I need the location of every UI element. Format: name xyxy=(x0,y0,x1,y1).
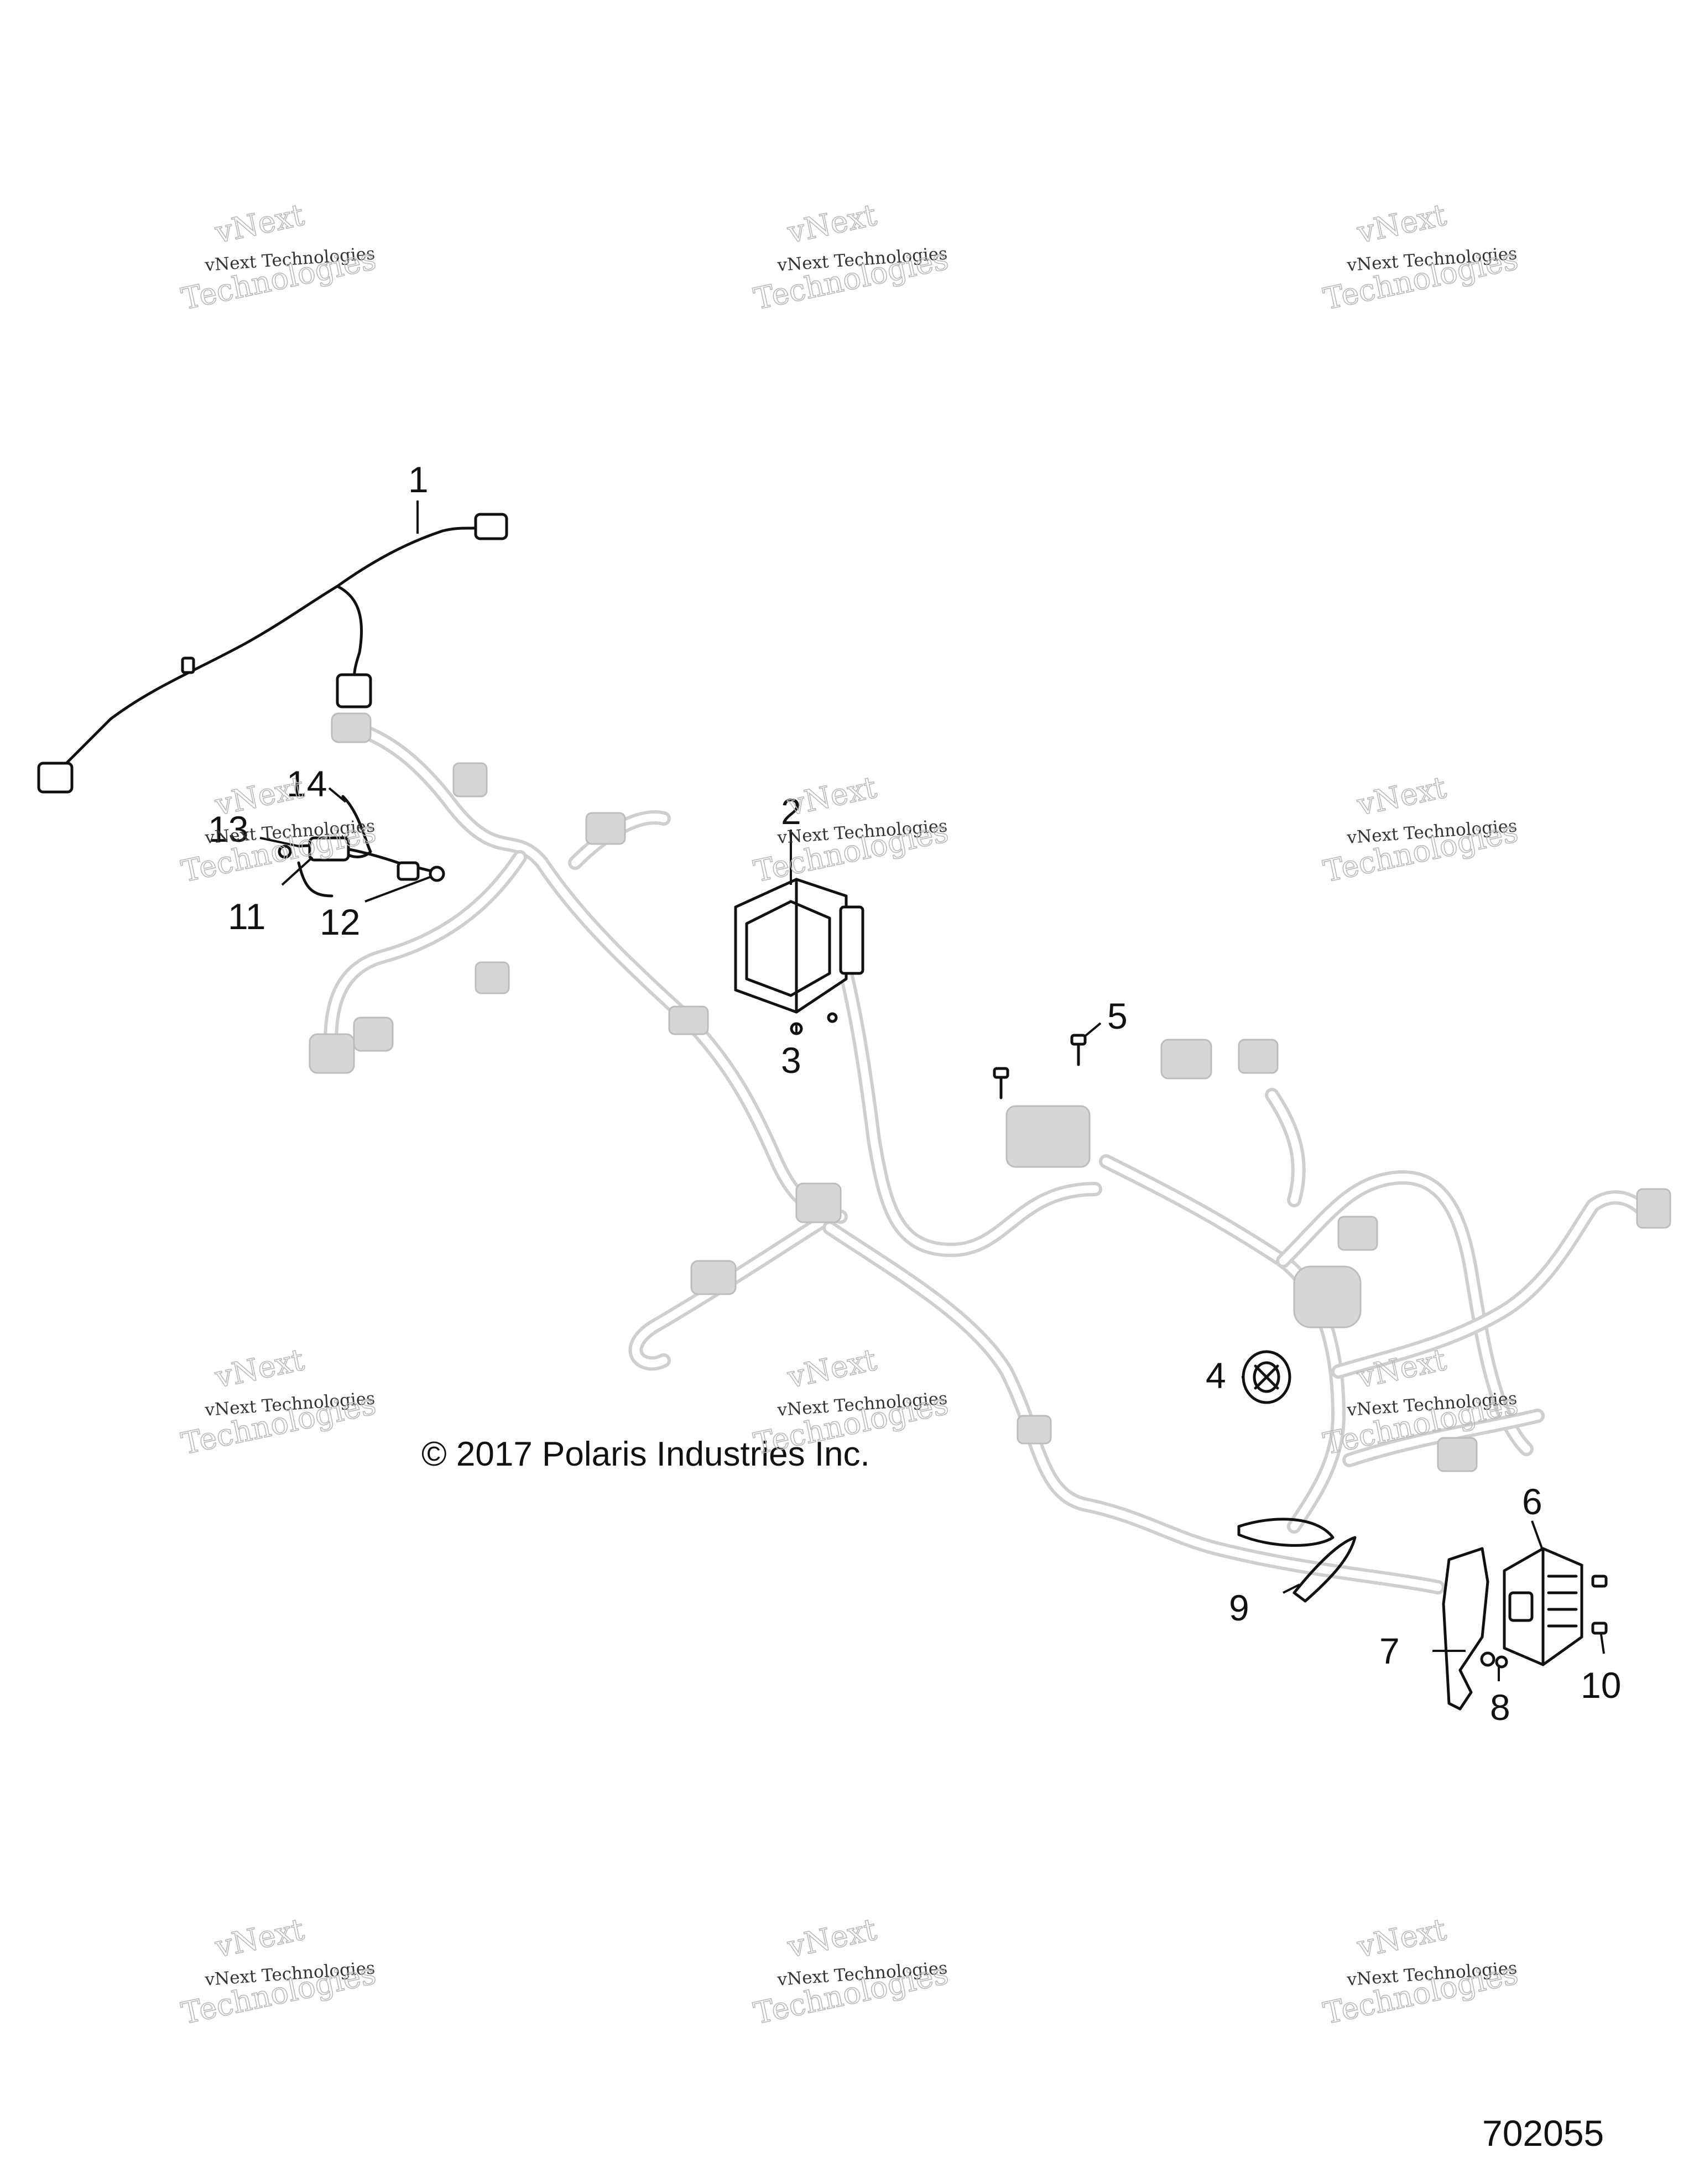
callout-13: 13 xyxy=(208,809,248,849)
part-2-ecu xyxy=(734,878,864,1035)
watermark-vnext: vNext xyxy=(212,770,308,823)
watermark-vnext: vNext xyxy=(1354,197,1450,251)
watermark-vnext: vNext xyxy=(784,1342,880,1395)
callout-12: 12 xyxy=(320,901,360,942)
callout-7: 7 xyxy=(1379,1630,1400,1671)
watermark-vnext: vNext xyxy=(1354,1912,1450,1965)
part-1-harness xyxy=(37,513,508,794)
watermark-vnext: vNext xyxy=(212,1912,308,1965)
watermark-vnext: vNext xyxy=(784,770,880,823)
copyright-notice: © 2017 Polaris Industries Inc. xyxy=(421,1435,870,1473)
callout-14: 14 xyxy=(286,763,327,804)
watermark-vnext: vNext xyxy=(1354,770,1450,823)
watermarks: vNext vNext Technologies Technologies vN… xyxy=(178,197,1521,2031)
callout-1: 1 xyxy=(408,459,429,500)
part-6-regulator xyxy=(1442,1547,1608,1711)
callout-5: 5 xyxy=(1107,995,1128,1036)
callout-3: 3 xyxy=(781,1040,801,1081)
watermark-vnext: vNext xyxy=(212,197,308,251)
callout-6: 6 xyxy=(1522,1481,1542,1522)
leader-lines xyxy=(259,501,1605,1681)
callout-10: 10 xyxy=(1581,1665,1621,1706)
ghost-main-harness xyxy=(309,712,1671,1594)
callout-8: 8 xyxy=(1490,1687,1510,1728)
watermark-vnext: vNext xyxy=(212,1342,308,1395)
callout-2: 2 xyxy=(781,791,801,832)
callouts: 1 2 3 4 5 6 7 8 9 10 11 12 13 14 xyxy=(208,459,1621,1728)
callout-4: 4 xyxy=(1206,1355,1226,1396)
diagram-number: 702055 xyxy=(1482,2113,1604,2154)
callout-9: 9 xyxy=(1229,1587,1249,1628)
part-9-strap xyxy=(1237,1518,1357,1603)
part-5-bolts xyxy=(993,1034,1087,1099)
watermark-vnext: vNext xyxy=(784,1912,880,1965)
watermark-vnext: vNext xyxy=(784,197,880,251)
part-11-14-sensor xyxy=(278,795,445,898)
callout-11: 11 xyxy=(228,896,266,937)
part-4-grommet xyxy=(1242,1350,1291,1404)
